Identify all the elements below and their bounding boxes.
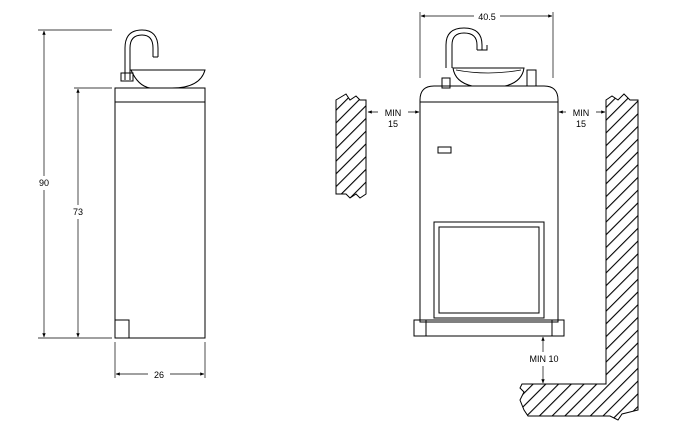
clearance-right-label-1: MIN	[573, 108, 590, 118]
dim-label-bg	[524, 352, 564, 366]
side-faucet	[124, 29, 159, 80]
access-panel-inner	[438, 226, 540, 314]
side-basin	[130, 69, 206, 89]
clearance-left-label-1: MIN	[385, 108, 402, 118]
front-foot-right	[551, 319, 565, 337]
side-cabinet	[114, 101, 206, 339]
front-basin	[452, 67, 525, 87]
front-view: 40.5 MIN 15 MIN 15	[335, 10, 639, 421]
clearance-left-label-2: 15	[388, 119, 398, 129]
side-countertop	[114, 87, 206, 103]
dim-label-bg	[566, 106, 596, 130]
front-foot-left	[413, 319, 427, 337]
front-tap-block	[441, 77, 451, 89]
dim-label-bg	[68, 205, 88, 219]
front-slot	[437, 146, 452, 154]
dim-label-bg	[148, 368, 170, 380]
dim-label-bg	[474, 10, 500, 22]
side-faucet-base	[120, 72, 134, 82]
basin-rim	[455, 69, 522, 74]
height-total-label: 90	[39, 178, 49, 188]
front-faucet	[445, 27, 488, 68]
dim-label-bg	[34, 176, 54, 190]
height-cabinet-label: 73	[73, 207, 83, 217]
front-cabinet	[419, 85, 559, 323]
depth-label: 26	[154, 370, 164, 380]
dim-label-bg	[378, 106, 408, 130]
right-wall-and-floor	[519, 93, 639, 421]
access-panel-outer	[433, 221, 545, 319]
front-right-block	[526, 69, 537, 87]
side-foot	[114, 319, 130, 339]
clearance-floor-label: MIN 10	[529, 354, 558, 364]
width-label: 40.5	[478, 12, 496, 22]
left-wall	[335, 93, 367, 199]
side-view: 90 73 26	[34, 29, 206, 380]
clearance-right-label-2: 15	[576, 119, 586, 129]
